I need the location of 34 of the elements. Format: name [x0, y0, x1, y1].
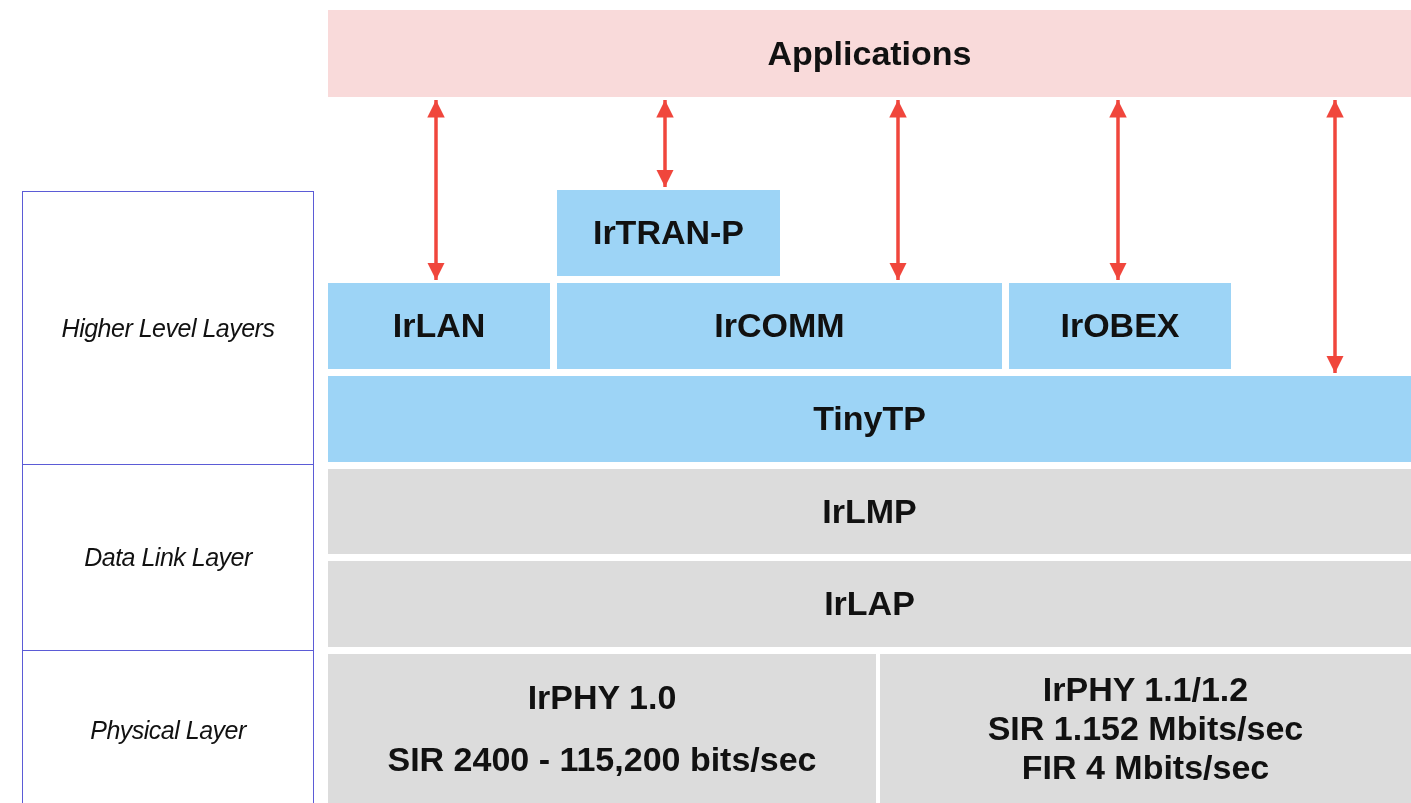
rate-text: FIR 4 Mbits/sec: [1021, 748, 1270, 788]
protocol-box: [880, 654, 1411, 803]
layer-box: [328, 10, 1411, 97]
double-arrow: [427, 100, 445, 280]
layer-name: Higher Level Layers: [61, 313, 275, 343]
protocol-name: IrCOMM: [714, 306, 845, 346]
layer-name: Physical Layer: [90, 715, 246, 745]
double-arrow: [889, 100, 907, 280]
protocol-box: [1009, 283, 1231, 369]
double-arrow: [1109, 100, 1127, 280]
protocol-box: [328, 561, 1411, 647]
protocol-box: [328, 283, 550, 369]
protocol-name: IrPHY 1.1/1.2: [1042, 669, 1249, 709]
protocol-name: IrOBEX: [1060, 306, 1180, 346]
protocol-box: [557, 283, 1002, 369]
protocol-name: IrPHY 1.0: [527, 678, 677, 718]
protocol-name: TinyTP: [813, 399, 926, 439]
protocol-name: IrLMP: [822, 491, 917, 532]
protocol-name: IrLAN: [392, 306, 486, 346]
protocol-name: Applications: [767, 33, 972, 74]
layer-label-box: [22, 464, 314, 651]
layer-label-box: [22, 650, 314, 803]
protocol-box: [328, 654, 876, 803]
layer-label-box: [22, 191, 314, 465]
double-arrow: [1326, 100, 1344, 373]
rate-text: SIR 2400 - 115,200 bits/sec: [387, 739, 817, 779]
protocol-name: IrLAP: [824, 584, 915, 624]
double-arrow: [656, 100, 674, 187]
rate-text: SIR 1.152 Mbits/sec: [987, 708, 1304, 749]
protocol-name: IrTRAN-P: [592, 213, 745, 253]
protocol-box: [328, 376, 1411, 462]
protocol-box: [328, 469, 1411, 554]
protocol-box: [557, 190, 780, 276]
layer-name: Data Link Layer: [84, 543, 252, 572]
